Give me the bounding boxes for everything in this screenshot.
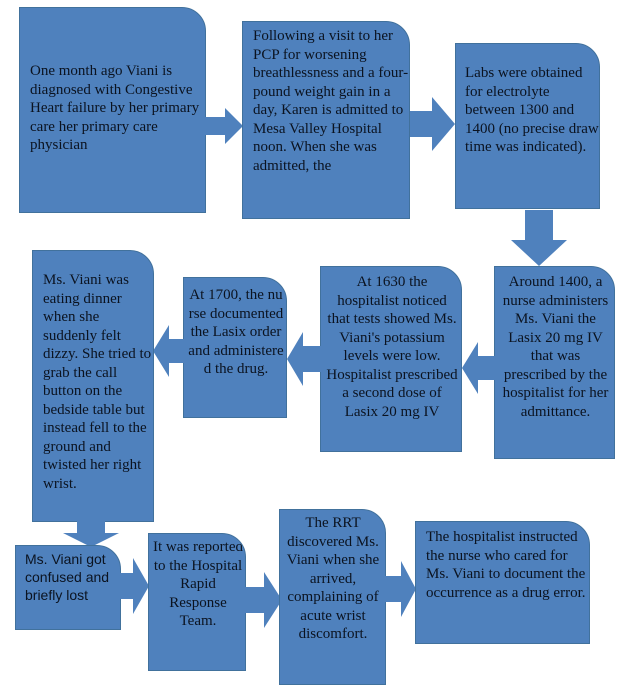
step-7-text: Ms. Viani was eating dinner when she sud… (43, 272, 152, 492)
step-1-text: One month ago Viani is diagnosed with Co… (30, 63, 200, 153)
step-8-box: Ms. Viani got confused and briefly lost (15, 545, 121, 630)
step-4-text: Around 1400, a nurse administers Ms. Via… (502, 274, 609, 420)
step-7-box: Ms. Viani was eating dinner when she sud… (32, 250, 154, 522)
arrow-down-icon (63, 521, 119, 547)
step-8-text: Ms. Viani got confused and briefly lost (25, 551, 110, 603)
arrow-left-icon (153, 325, 185, 377)
step-11-box: The hospitalist instructed the nurse who… (415, 521, 590, 644)
arrow-right-icon (244, 572, 282, 628)
step-6-text: At 1700, the nurse documented the Lasix … (188, 287, 284, 377)
step-10-box: The RRT discovered Ms. Viani when she ar… (279, 509, 386, 685)
arrow-left-icon (287, 332, 321, 386)
arrow-right-icon (117, 558, 149, 614)
step-6-box: At 1700, the nurse documented the Lasix … (183, 277, 287, 418)
step-11-text: The hospitalist instructed the nurse who… (426, 529, 586, 601)
arrow-left-icon (462, 342, 496, 394)
step-5-box: At 1630 the hospitalist noticed that tes… (320, 266, 462, 452)
arrow-down-icon (511, 210, 567, 266)
step-5-text: At 1630 the hospitalist noticed that tes… (326, 274, 458, 420)
step-1-box: One month ago Viani is diagnosed with Co… (19, 7, 206, 213)
step-2-box: Following a visit to her PCP for worseni… (242, 21, 410, 219)
step-3-text: Labs were obtained for electrolyte betwe… (465, 65, 599, 155)
arrow-right-icon (410, 97, 455, 151)
step-4-box: Around 1400, a nurse administers Ms. Via… (494, 266, 615, 459)
step-10-text: The RRT discovered Ms. Viani when she ar… (286, 515, 380, 642)
step-9-box: It was reported to the Hospital Rapid Re… (148, 533, 246, 671)
arrow-right-icon (203, 108, 243, 144)
step-3-box: Labs were obtained for electrolyte betwe… (455, 43, 600, 209)
arrow-right-icon (385, 561, 416, 617)
step-2-text: Following a visit to her PCP for worseni… (253, 28, 409, 174)
step-9-text: It was reported to the Hospital Rapid Re… (153, 539, 243, 629)
